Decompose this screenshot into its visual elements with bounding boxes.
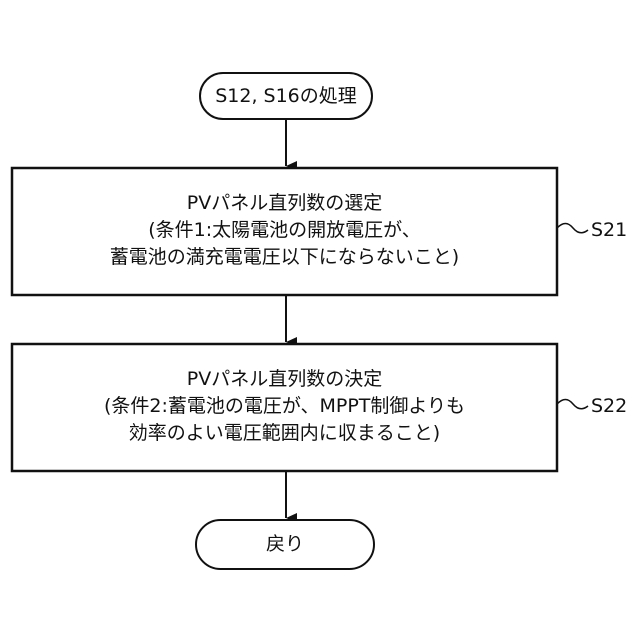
- process-s21-line-1: PVパネル直列数の選定: [12, 190, 557, 217]
- end-terminal-label: 戻り: [196, 531, 374, 557]
- process-s22-line-2: (条件2:蓄電池の電圧が、MPPT制御よりも: [12, 393, 557, 420]
- step-ref-s21: S21: [591, 219, 627, 241]
- process-s21-line-3: 蓄電池の満充電電圧以下にならないこと): [12, 244, 557, 271]
- process-s22-line-3: 効率のよい電圧範囲内に収まること): [12, 420, 557, 447]
- process-s21-text: PVパネル直列数の選定 (条件1:太陽電池の開放電圧が、 蓄電池の満充電電圧以下…: [12, 190, 557, 271]
- leader-line-s22: [557, 400, 588, 409]
- process-s22-line-1: PVパネル直列数の決定: [12, 366, 557, 393]
- process-s22-text: PVパネル直列数の決定 (条件2:蓄電池の電圧が、MPPT制御よりも 効率のよい…: [12, 366, 557, 447]
- start-terminal-label: S12, S16の処理: [200, 83, 372, 109]
- leader-line-s21: [557, 224, 588, 233]
- process-s21-line-2: (条件1:太陽電池の開放電圧が、: [12, 217, 557, 244]
- step-ref-s22: S22: [591, 395, 627, 417]
